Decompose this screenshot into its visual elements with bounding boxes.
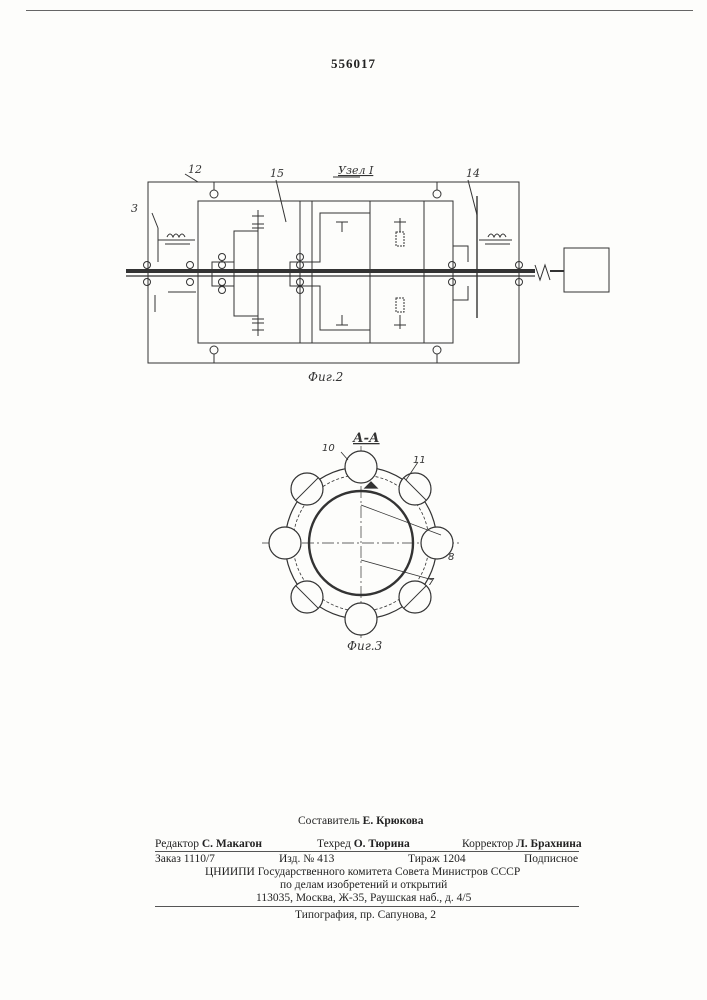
center-hub bbox=[290, 262, 312, 286]
motor-block bbox=[564, 248, 609, 292]
editor-label: Редактор bbox=[155, 838, 199, 850]
compiler-label: Составитель bbox=[298, 815, 360, 827]
callout-7: 7 bbox=[428, 577, 435, 588]
org-line-1: ЦНИИПИ Государственного комитета Совета … bbox=[205, 866, 520, 878]
coupling-and-motor bbox=[535, 248, 609, 292]
figure-2-schematic bbox=[126, 174, 609, 363]
callout-8: 8 bbox=[448, 552, 454, 563]
org-line-2: по делам изобретений и открытий bbox=[280, 879, 447, 891]
corrector-label: Корректор bbox=[462, 838, 513, 850]
top-bearings bbox=[210, 182, 441, 198]
figure-2-labels: 12 15 Узел I 14 3 Фиг.2 bbox=[131, 163, 480, 384]
callout-10: 10 bbox=[322, 443, 335, 454]
edition-number: Изд. № 413 bbox=[279, 853, 334, 865]
figure-3-caption: Фиг.3 bbox=[347, 639, 383, 653]
imprint-rule bbox=[155, 851, 579, 852]
shaft-bearings bbox=[144, 254, 523, 294]
editor-name: С. Макагон bbox=[202, 838, 262, 850]
corrector-name: Л. Брахнина bbox=[516, 838, 581, 850]
compiler-line: Составитель Е. Крюкова bbox=[298, 815, 424, 827]
printer-line: Типография, пр. Сапунова, 2 bbox=[295, 909, 436, 921]
section-label: А-А bbox=[352, 431, 380, 446]
circulation: Тираж 1204 bbox=[408, 853, 466, 865]
callout-11: 11 bbox=[413, 455, 426, 466]
compiler-name: Е. Крюкова bbox=[363, 815, 424, 827]
address-line: 113035, Москва, Ж-35, Раушская наб., д. … bbox=[256, 892, 471, 904]
figure-3-section bbox=[262, 446, 462, 640]
callout-15: 15 bbox=[270, 167, 284, 180]
callout-3: 3 bbox=[131, 202, 138, 215]
techred-line: Техред О. Тюрина bbox=[317, 838, 410, 850]
node-label: Узел I bbox=[338, 164, 374, 177]
right-clutch-14 bbox=[453, 196, 512, 318]
subscription-note: Подписное bbox=[524, 853, 578, 865]
techred-name: О. Тюрина bbox=[354, 838, 410, 850]
editor-line: Редактор С. Макагон bbox=[155, 838, 262, 850]
bottom-bearings bbox=[210, 346, 441, 363]
figure-2-caption: Фиг.2 bbox=[308, 370, 343, 384]
left-clutch-3 bbox=[148, 220, 196, 312]
corrector-line: Корректор Л. Брахнина bbox=[462, 838, 582, 850]
callout-14: 14 bbox=[466, 167, 480, 180]
left-hub bbox=[212, 262, 234, 286]
techred-label: Техред bbox=[317, 838, 351, 850]
wedge-mark bbox=[365, 482, 377, 488]
order-number: Заказ 1110/7 bbox=[155, 853, 215, 865]
imprint-rule-bottom bbox=[155, 906, 579, 907]
callout-12: 12 bbox=[188, 163, 202, 176]
